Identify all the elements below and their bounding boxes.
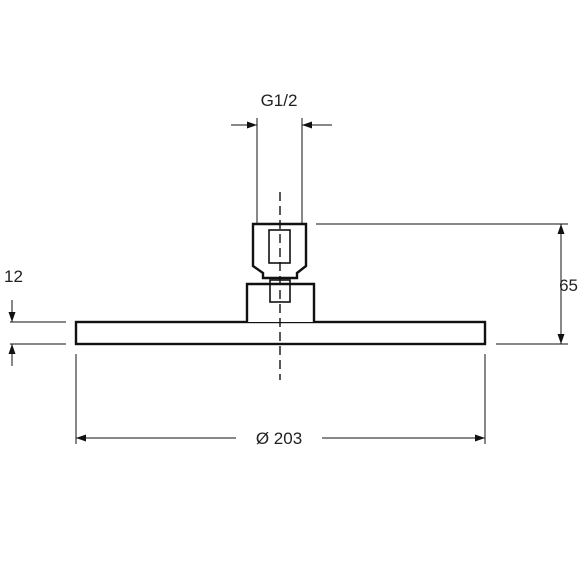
height-dimension: 65 <box>316 223 578 345</box>
thread-label: G1/2 <box>261 91 298 110</box>
thread-dimension: G1/2 <box>231 91 332 224</box>
diameter-dimension: Ø 203 <box>75 354 486 448</box>
base-collar <box>245 282 316 322</box>
height-label: 65 <box>559 276 578 295</box>
thickness-dimension: 12 <box>4 267 66 366</box>
thickness-label: 12 <box>4 267 23 286</box>
diameter-label: Ø 203 <box>256 429 302 448</box>
shower-head <box>74 192 487 380</box>
